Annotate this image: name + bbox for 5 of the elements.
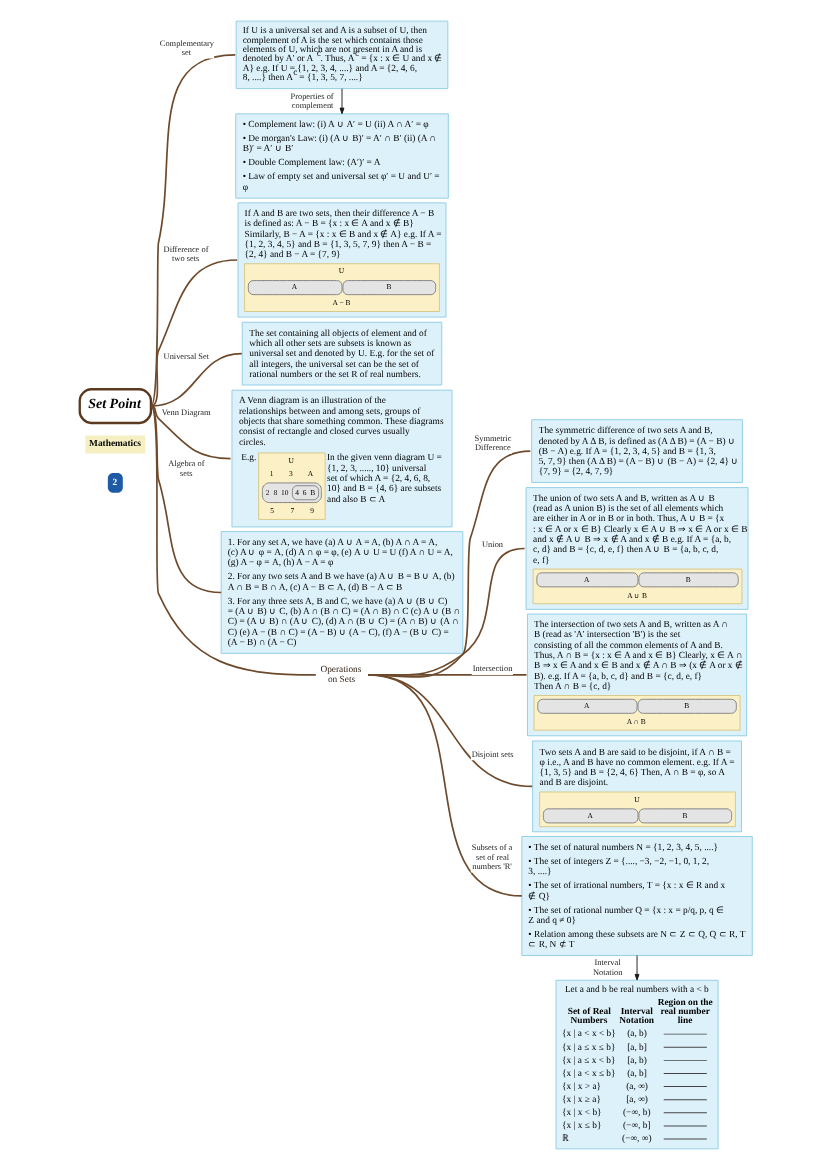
connector: [150, 259, 238, 407]
arrow: [339, 88, 345, 115]
arrow: [634, 955, 640, 981]
connector: [150, 54, 237, 407]
connector: [367, 674, 523, 897]
